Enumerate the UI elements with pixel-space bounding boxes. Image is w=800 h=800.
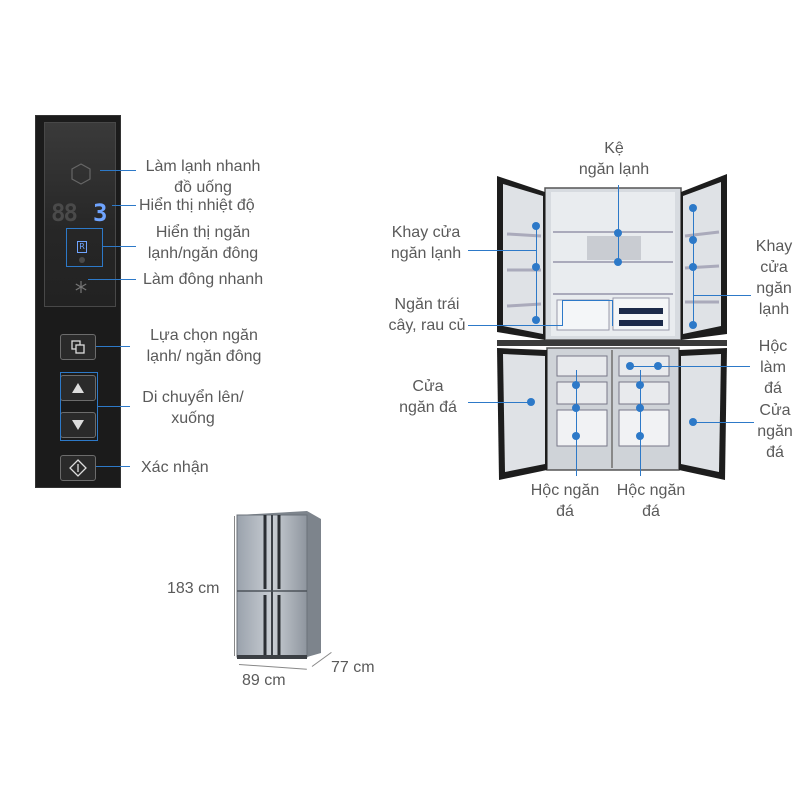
- label-up-down: Di chuyển lên/ xuống: [142, 389, 244, 427]
- select-zone-button[interactable]: [60, 334, 96, 360]
- label-ice-maker: Hộc làm đá: [758, 338, 788, 397]
- callout-dot-left-tray-1: [532, 222, 540, 230]
- temp-dim-digits: 88: [51, 199, 78, 227]
- callout-line-drawer-1: [576, 370, 577, 476]
- callout-line-shelf: [618, 185, 619, 265]
- callout-line-select: [96, 346, 130, 347]
- label-fridge-door-tray-right: Khay cửa ngăn lạnh: [755, 238, 793, 318]
- callout-line-fruit-v1: [562, 300, 563, 326]
- label-freezer-door-left: Cửa ngăn đá: [399, 378, 457, 416]
- callout-line-arrows-left: [60, 372, 61, 440]
- copy-squares-icon: [71, 340, 85, 354]
- label-shelf: Kệ ngăn lạnh: [578, 140, 650, 178]
- callout-line-ice-maker: [630, 366, 750, 367]
- callout-dot-right-tray-2: [689, 236, 697, 244]
- callout-line-freeze: [88, 279, 136, 280]
- label-ice-drawer-2: Hộc ngăn đá: [616, 482, 686, 520]
- triangle-down-icon: [72, 420, 84, 430]
- callout-dot-left-tray-3: [532, 316, 540, 324]
- label-quick-cool: Làm lạnh nhanh đồ uống: [145, 158, 261, 196]
- callout-line-temp: [112, 205, 136, 206]
- label-temp-display: Hiển thị nhiệt độ: [139, 197, 255, 214]
- dimension-width: 89 cm: [242, 672, 286, 689]
- callout-dot-shelf-2: [614, 258, 622, 266]
- label-confirm: Xác nhận: [141, 459, 209, 476]
- snowflake-icon: [75, 281, 87, 293]
- fridge-open-illustration: [497, 174, 727, 480]
- callout-dot-drawer-1a: [572, 381, 580, 389]
- callout-line-zone-left: [66, 228, 67, 266]
- callout-line-fruit: [468, 325, 562, 326]
- quick-cool-hexagon-icon: [71, 163, 91, 185]
- callout-line-arrows-top: [60, 372, 98, 373]
- fridge-closed-illustration: [236, 511, 321, 659]
- dim-line-height: [234, 516, 235, 656]
- dimension-depth: 77 cm: [331, 659, 375, 676]
- dimension-height: 183 cm: [167, 580, 220, 597]
- down-button[interactable]: [60, 412, 96, 438]
- temp-digit: 3: [93, 199, 108, 227]
- callout-dot-drawer-1b: [572, 404, 580, 412]
- callout-dot-drawer-2b: [636, 404, 644, 412]
- callout-line-arrows-bottom: [60, 440, 98, 441]
- callout-dot-ice-maker-2: [654, 362, 662, 370]
- callout-dot-right-tray-1: [689, 204, 697, 212]
- label-ice-drawer-1: Hộc ngăn đá: [530, 482, 600, 520]
- callout-dot-drawer-1c: [572, 432, 580, 440]
- callout-line-quick-cool: [100, 170, 136, 171]
- label-zone-display: Hiển thị ngăn lạnh/ngăn đông: [147, 224, 259, 262]
- callout-line-freezer-left: [468, 402, 530, 403]
- callout-line-fruit-v2: [612, 300, 613, 326]
- control-panel: 88 3 R: [35, 115, 121, 488]
- callout-line-confirm: [96, 466, 130, 467]
- callout-dot-ice-maker-1: [626, 362, 634, 370]
- label-fruit-veg-drawer: Ngăn trái cây, rau củ: [388, 296, 466, 334]
- callout-line-zone: [102, 246, 136, 247]
- callout-line-left-tray-v: [536, 226, 537, 320]
- label-select-zone: Lựa chọn ngăn lạnh/ ngăn đông: [146, 327, 262, 365]
- callout-dot-left-tray-2: [532, 263, 540, 271]
- callout-line-fruit-top: [562, 300, 612, 301]
- confirm-button[interactable]: [60, 455, 96, 481]
- callout-line-zone-bottom: [66, 266, 103, 267]
- callout-dot-shelf-1: [614, 229, 622, 237]
- callout-line-zone-top: [66, 228, 102, 229]
- callout-dot-freezer-left: [527, 398, 535, 406]
- up-button[interactable]: [60, 375, 96, 401]
- label-quick-freeze: Làm đông nhanh: [143, 271, 264, 288]
- callout-line-freezer-right: [694, 422, 754, 423]
- label-fridge-door-tray-left: Khay cửa ngăn lạnh: [390, 224, 462, 262]
- callout-dot-right-tray-4: [689, 321, 697, 329]
- callout-dot-freezer-right: [689, 418, 697, 426]
- callout-dot-drawer-2c: [636, 432, 644, 440]
- callout-line-right-tray-h: [693, 295, 751, 296]
- zone-dot: [79, 257, 85, 263]
- callout-dot-drawer-2a: [636, 381, 644, 389]
- zone-letter: R: [77, 241, 87, 253]
- triangle-up-icon: [72, 383, 84, 393]
- callout-line-left-tray-h: [468, 250, 536, 251]
- diamond-confirm-icon: [69, 459, 87, 477]
- callout-line-drawer-2: [640, 370, 641, 476]
- display-glass: 88 3 R: [44, 122, 116, 307]
- callout-line-arrows: [97, 406, 130, 407]
- callout-dot-right-tray-3: [689, 263, 697, 271]
- callout-line-zone-right: [102, 228, 103, 266]
- label-freezer-door-right: Cửa ngăn đá: [757, 402, 793, 461]
